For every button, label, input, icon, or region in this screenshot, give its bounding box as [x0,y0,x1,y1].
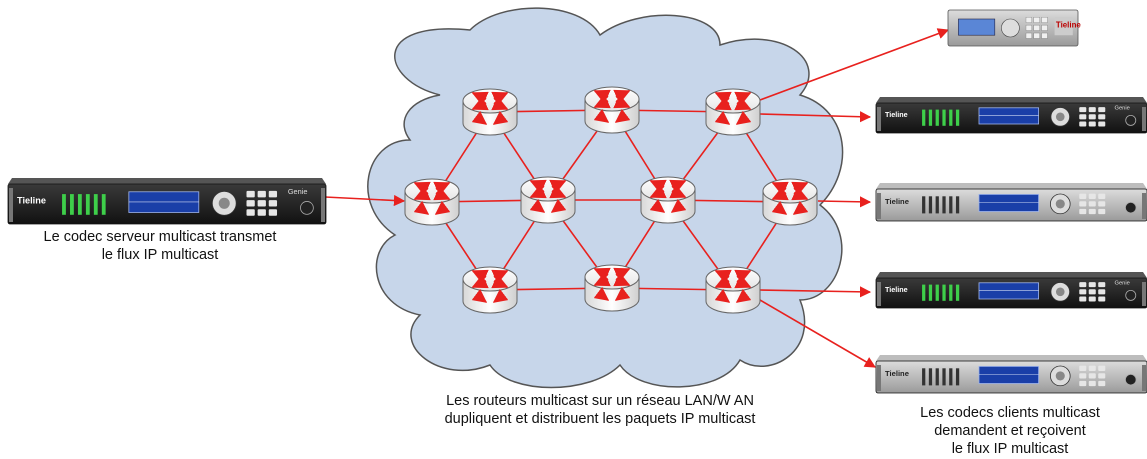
router-icon [462,88,518,136]
router-icon [584,264,640,312]
codec-device: Tieline Genie [875,272,1147,309]
codec-device: Tieline Genie [7,178,327,225]
router-icon [462,266,518,314]
series-label: Genie [1114,106,1129,112]
routers [404,86,818,314]
clients-caption: Les codecs clients multicast demandent e… [920,405,1100,457]
router-icon [705,266,761,314]
stream-arrow [759,111,872,123]
router-icon [705,88,761,136]
stream-arrow [759,299,876,368]
codec-device: Tieline [875,183,1147,222]
brand-label: Tieline [17,195,46,205]
stream-arrow [817,196,872,208]
router-icon [404,178,460,226]
codec-device: Tieline Genie [875,97,1147,134]
brand-label: Tieline [885,197,909,206]
brand-label: Tieline [885,110,908,119]
routers-caption: Les routeurs multicast sur un réseau LAN… [444,393,756,427]
brand-label: Tieline [885,285,908,294]
brand-label: Tieline [885,369,909,378]
router-icon [520,176,576,224]
server-caption: Le codec serveur multicast transmet le f… [43,229,277,263]
brand-label: Tieline [1056,20,1082,29]
codec-device: Tieline [875,355,1147,394]
series-label: Genie [288,187,308,196]
stream-arrow [759,28,950,101]
router-icon [584,86,640,134]
series-label: Genie [1114,281,1129,287]
codec-devices: TielineGenieTielineTielineGenieTielineTi… [7,9,1147,394]
stream-arrow [759,286,872,298]
router-icon [762,178,818,226]
stream-arrow [324,194,406,207]
router-icon [640,176,696,224]
codec-device: Tieline [947,9,1082,47]
